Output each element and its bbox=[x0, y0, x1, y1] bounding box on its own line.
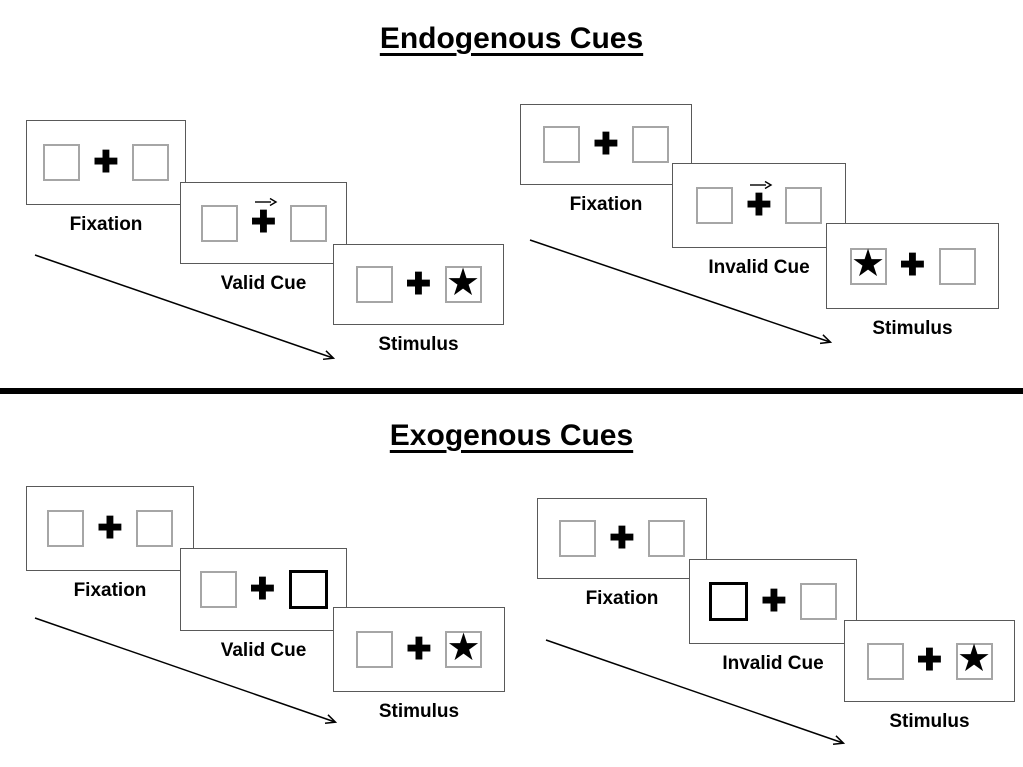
left-placeholder-box bbox=[355, 266, 393, 303]
trial-screen-card: ✚ bbox=[672, 163, 846, 248]
trial-screen-card: ✚ bbox=[180, 182, 347, 264]
step-fixation: ✚ Fixation bbox=[537, 498, 707, 609]
step-label: Fixation bbox=[585, 588, 659, 609]
trial-screen-card: ✚ bbox=[520, 104, 692, 185]
fixation-cross-icon: ✚ bbox=[405, 267, 432, 301]
right-placeholder-box bbox=[938, 247, 976, 285]
step-fixation: ✚ Fixation bbox=[26, 120, 186, 235]
fixation-cross-wrap: ✚ bbox=[609, 521, 635, 555]
fixation-cross-icon: ✚ bbox=[609, 521, 635, 555]
highlighted-cue-box bbox=[288, 570, 328, 609]
step-label: Fixation bbox=[73, 580, 147, 601]
target-star-icon: ★ bbox=[956, 638, 992, 680]
left-placeholder-box bbox=[356, 631, 393, 668]
trial-screen-card: ✚ bbox=[689, 559, 857, 644]
section-title-endogenous: Endogenous Cues bbox=[0, 22, 1023, 56]
fixation-cross-icon: ✚ bbox=[93, 145, 119, 179]
right-placeholder-box bbox=[785, 187, 822, 224]
fixation-cross-wrap: ✚ bbox=[593, 127, 619, 161]
step-label: Fixation bbox=[569, 194, 643, 215]
target-star-icon: ★ bbox=[445, 261, 481, 304]
step-invalid-cue: ✚ Invalid Cue bbox=[672, 163, 846, 278]
right-placeholder-box bbox=[289, 204, 327, 242]
fixation-cross-icon: ✚ bbox=[250, 206, 277, 239]
fixation-cross-icon: ✚ bbox=[249, 572, 276, 606]
step-fixation: ✚ Fixation bbox=[520, 104, 692, 215]
right-placeholder-box: ★ bbox=[955, 638, 993, 680]
trial-screen-card: ✚ ★ bbox=[844, 620, 1015, 702]
target-star-icon: ★ bbox=[850, 243, 886, 285]
fixation-cross-icon: ✚ bbox=[593, 127, 619, 161]
step-valid-cue: ✚ Valid Cue bbox=[180, 182, 347, 294]
fixation-cross-icon: ✚ bbox=[406, 632, 432, 666]
target-star-icon: ★ bbox=[446, 626, 481, 669]
trial-screen-card: ✚ bbox=[537, 498, 707, 579]
sequence-time-arrow bbox=[34, 617, 338, 725]
left-placeholder-box bbox=[696, 187, 733, 224]
step-label: Stimulus bbox=[378, 701, 460, 722]
step-label: Invalid Cue bbox=[722, 653, 824, 674]
left-placeholder-box bbox=[866, 642, 904, 680]
trial-screen-card: ✚ ★ bbox=[333, 607, 505, 692]
trial-screen-card: ✚ bbox=[180, 548, 347, 631]
step-label: Valid Cue bbox=[220, 640, 307, 661]
step-stimulus: ★ ✚ Stimulus bbox=[826, 223, 999, 339]
fixation-cross-wrap: ✚ bbox=[899, 249, 926, 282]
step-label: Invalid Cue bbox=[708, 257, 810, 278]
fixation-cross-wrap: ✚ bbox=[916, 644, 943, 677]
fixation-cross-icon: ✚ bbox=[746, 188, 772, 222]
right-placeholder-box bbox=[132, 144, 169, 181]
fixation-cross-wrap: ✚ bbox=[406, 632, 432, 666]
cue-arrow-right-icon bbox=[750, 180, 773, 189]
sequence-time-arrow bbox=[529, 239, 833, 345]
right-placeholder-box bbox=[136, 510, 173, 547]
trial-screen-card: ✚ ★ bbox=[333, 244, 504, 325]
section-title-text: Exogenous Cues bbox=[389, 419, 634, 452]
step-label: Stimulus bbox=[889, 711, 970, 732]
fixation-cross-icon: ✚ bbox=[916, 644, 943, 677]
fixation-cross-wrap: ✚ bbox=[93, 145, 119, 179]
step-label: Stimulus bbox=[378, 334, 459, 355]
left-placeholder-box bbox=[559, 520, 596, 557]
section-title-exogenous: Exogenous Cues bbox=[0, 419, 1023, 453]
fixation-cross-wrap: ✚ bbox=[249, 572, 276, 606]
cue-arrow-right-icon bbox=[254, 197, 277, 207]
sequence-time-arrow bbox=[34, 254, 336, 361]
right-placeholder-box bbox=[648, 520, 685, 557]
step-label: Valid Cue bbox=[220, 273, 307, 294]
step-label: Stimulus bbox=[872, 318, 953, 339]
left-placeholder-box: ★ bbox=[849, 243, 887, 285]
left-placeholder-box bbox=[199, 571, 237, 608]
left-placeholder-box bbox=[200, 204, 238, 242]
right-placeholder-box bbox=[800, 583, 837, 620]
sequence-time-arrow bbox=[545, 639, 846, 746]
fixation-cross-icon: ✚ bbox=[97, 511, 123, 545]
right-placeholder-box: ★ bbox=[444, 261, 482, 304]
step-stimulus: ✚ ★ Stimulus bbox=[333, 607, 505, 722]
left-placeholder-box bbox=[43, 144, 80, 181]
trial-screen-card: ★ ✚ bbox=[826, 223, 999, 309]
left-placeholder-box bbox=[47, 510, 84, 547]
step-label: Fixation bbox=[69, 214, 143, 235]
section-title-text: Endogenous Cues bbox=[379, 22, 644, 55]
left-placeholder-box bbox=[543, 126, 580, 163]
step-stimulus: ✚ ★ Stimulus bbox=[333, 244, 504, 355]
step-stimulus: ✚ ★ Stimulus bbox=[844, 620, 1015, 732]
fixation-cross-wrap: ✚ bbox=[746, 180, 773, 222]
step-fixation: ✚ Fixation bbox=[26, 486, 194, 601]
right-placeholder-box bbox=[632, 126, 669, 163]
fixation-cross-wrap: ✚ bbox=[250, 197, 277, 239]
fixation-cross-icon: ✚ bbox=[761, 584, 787, 618]
section-divider-line bbox=[0, 388, 1023, 394]
fixation-cross-wrap: ✚ bbox=[761, 584, 787, 618]
step-invalid-cue: ✚ Invalid Cue bbox=[689, 559, 857, 674]
fixation-cross-wrap: ✚ bbox=[97, 511, 123, 545]
trial-screen-card: ✚ bbox=[26, 486, 194, 571]
trial-screen-card: ✚ bbox=[26, 120, 186, 205]
fixation-cross-icon: ✚ bbox=[899, 249, 926, 282]
right-placeholder-box: ★ bbox=[445, 626, 482, 669]
step-valid-cue: ✚ Valid Cue bbox=[180, 548, 347, 661]
highlighted-cue-box bbox=[709, 582, 748, 621]
fixation-cross-wrap: ✚ bbox=[405, 267, 432, 301]
